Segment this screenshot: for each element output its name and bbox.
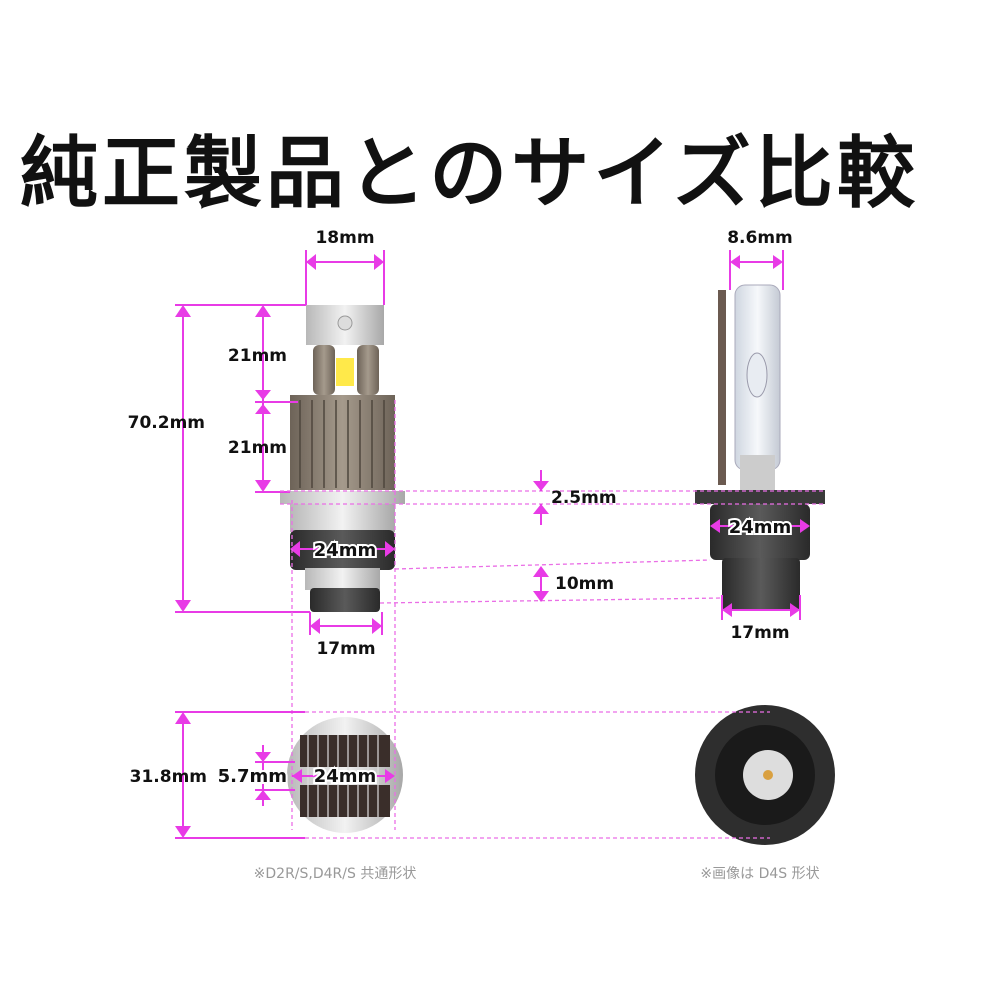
hid-end-view-image [695, 705, 835, 845]
hid-base-diameter-label: 17mm [730, 623, 789, 643]
led-collar-diameter-label: 24mm [314, 540, 377, 561]
end-outer-diameter-label: 31.8mm [130, 767, 207, 787]
base-height-label: 10mm [555, 574, 614, 594]
led-width-label: 18mm [315, 228, 374, 248]
caption-left: ※D2R/S,D4R/S 共通形状 [254, 866, 417, 882]
led-total-height-label: 70.2mm [128, 413, 205, 433]
page-title: 純正製品とのサイズ比較 [20, 129, 919, 219]
led-bulb-image [280, 305, 405, 612]
led-lower-section-label: 21mm [228, 438, 287, 458]
dimension-lines [175, 250, 825, 839]
hid-bulb-image [695, 284, 825, 610]
hid-glass-width-label: 8.6mm [727, 228, 793, 248]
led-upper-section-label: 21mm [228, 346, 287, 366]
led-base-diameter-label: 17mm [316, 639, 375, 659]
caption-right: ※画像は D4S 形状 [700, 866, 819, 882]
end-notch-width-label: 5.7mm [218, 766, 287, 787]
hid-collar-diameter-label: 24mm [729, 517, 792, 538]
flange-thickness-label: 2.5mm [551, 488, 617, 508]
end-inner-diameter-label: 24mm [314, 766, 377, 787]
